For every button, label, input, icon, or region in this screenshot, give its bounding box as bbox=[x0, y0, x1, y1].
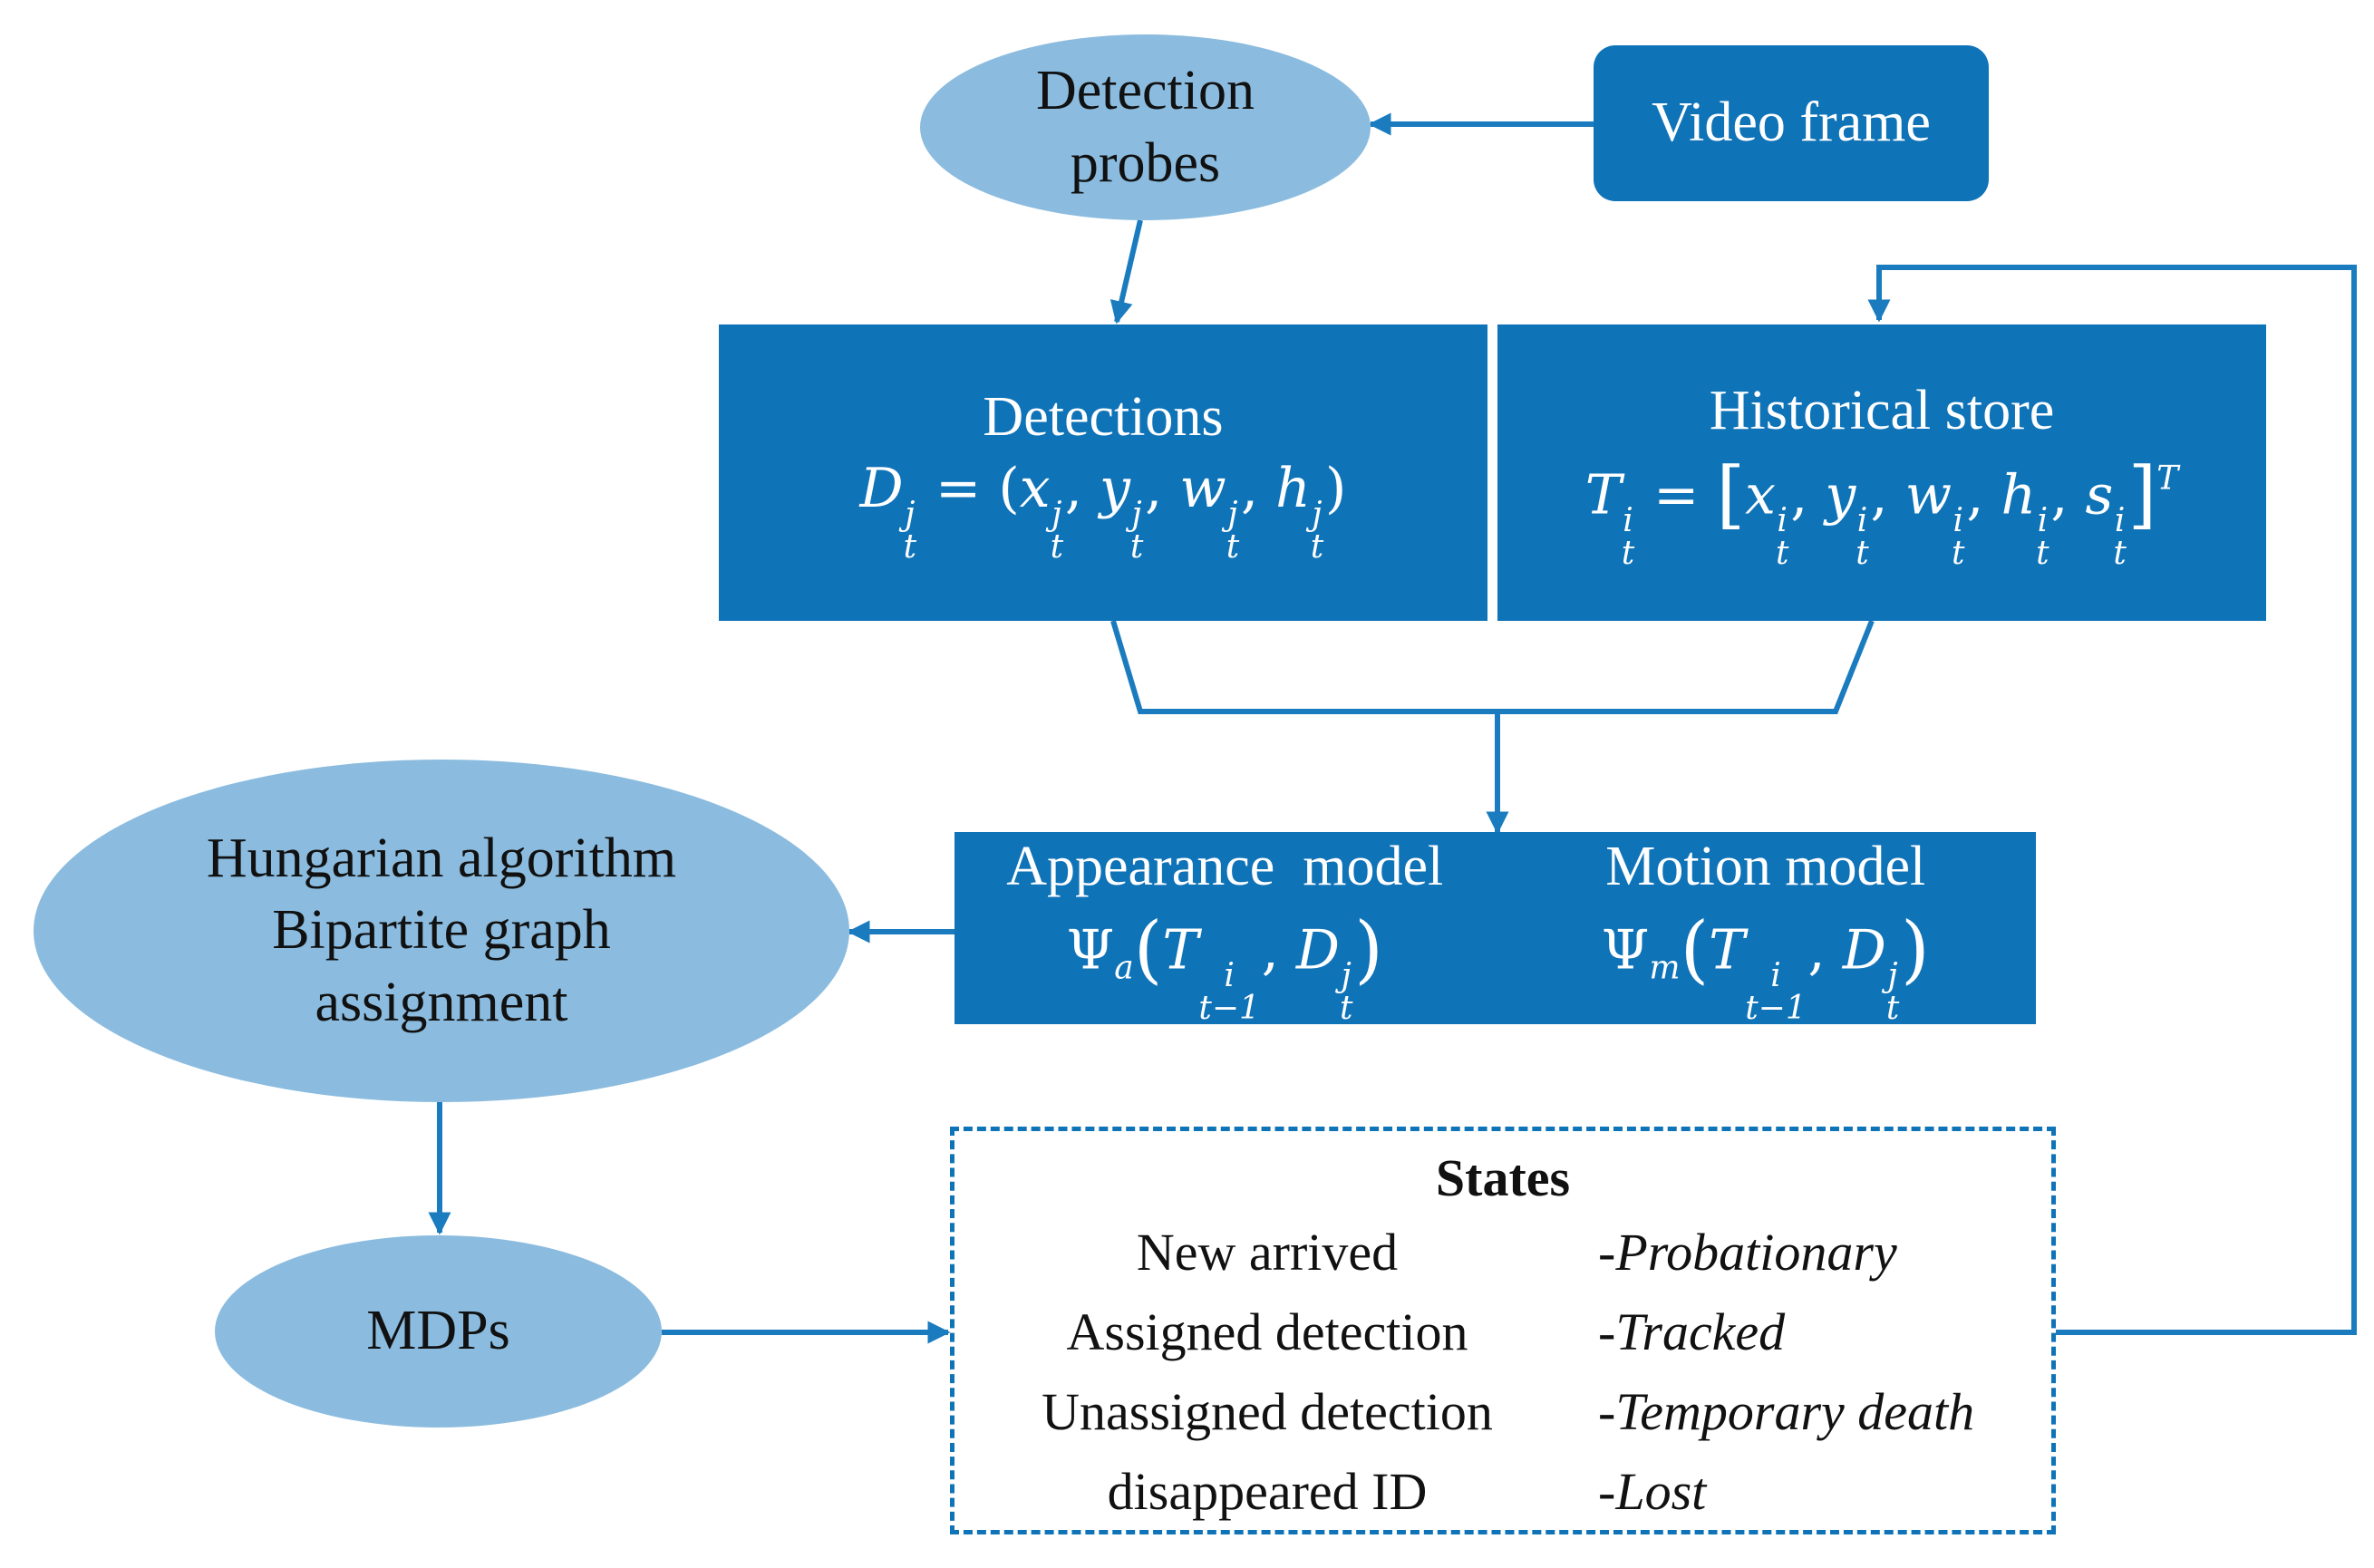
state-name: -Lost bbox=[1598, 1462, 1707, 1521]
appearance-model-title: Appearance model bbox=[1006, 835, 1444, 897]
video-frame-box: Video frame bbox=[1594, 45, 1989, 201]
state-row: Assigned detection -Tracked bbox=[954, 1302, 2051, 1381]
state-row: New arrived -Probationary bbox=[954, 1222, 2051, 1302]
mdps-ellipse: MDPs bbox=[215, 1235, 662, 1428]
detections-title: Detections bbox=[983, 385, 1224, 448]
historical-store-title: Historical store bbox=[1709, 380, 2055, 442]
state-condition: New arrived bbox=[1136, 1223, 1399, 1282]
video-frame-label: Video frame bbox=[1652, 92, 1931, 154]
hungarian-line-3: assignment bbox=[315, 971, 568, 1033]
state-name: -Temporary death bbox=[1598, 1382, 1975, 1441]
states-box: States New arrived -Probationary Assigne… bbox=[950, 1127, 2056, 1534]
merge-connector bbox=[1110, 619, 1875, 714]
state-name: -Probationary bbox=[1598, 1223, 1897, 1282]
state-condition: Assigned detection bbox=[1066, 1302, 1468, 1361]
mdps-label: MDPs bbox=[366, 1300, 510, 1362]
hungarian-line-2: Bipartite graph bbox=[272, 899, 611, 962]
detection-probes-line-2: probes bbox=[1070, 131, 1221, 194]
hungarian-line-1: Hungarian algorithm bbox=[206, 827, 677, 889]
feedback-loop bbox=[1867, 265, 2357, 1335]
state-condition: Unassigned detection bbox=[1042, 1382, 1493, 1441]
motion-model-title: Motion model bbox=[1605, 835, 1926, 897]
hungarian-ellipse: Hungarian algorithm Bipartite graph assi… bbox=[34, 760, 849, 1102]
state-row: Unassigned detection -Temporary death bbox=[954, 1381, 2051, 1461]
states-title: States bbox=[1435, 1148, 1571, 1207]
state-condition: disappeared ID bbox=[1107, 1462, 1428, 1521]
state-row: disappeared ID -Lost bbox=[954, 1461, 2051, 1541]
arrow-probes-to-detections bbox=[1109, 219, 1143, 324]
detection-probes-ellipse: Detection probes bbox=[920, 34, 1371, 220]
detection-probes-line-1: Detection bbox=[1035, 60, 1255, 122]
state-name: -Tracked bbox=[1598, 1302, 1786, 1361]
